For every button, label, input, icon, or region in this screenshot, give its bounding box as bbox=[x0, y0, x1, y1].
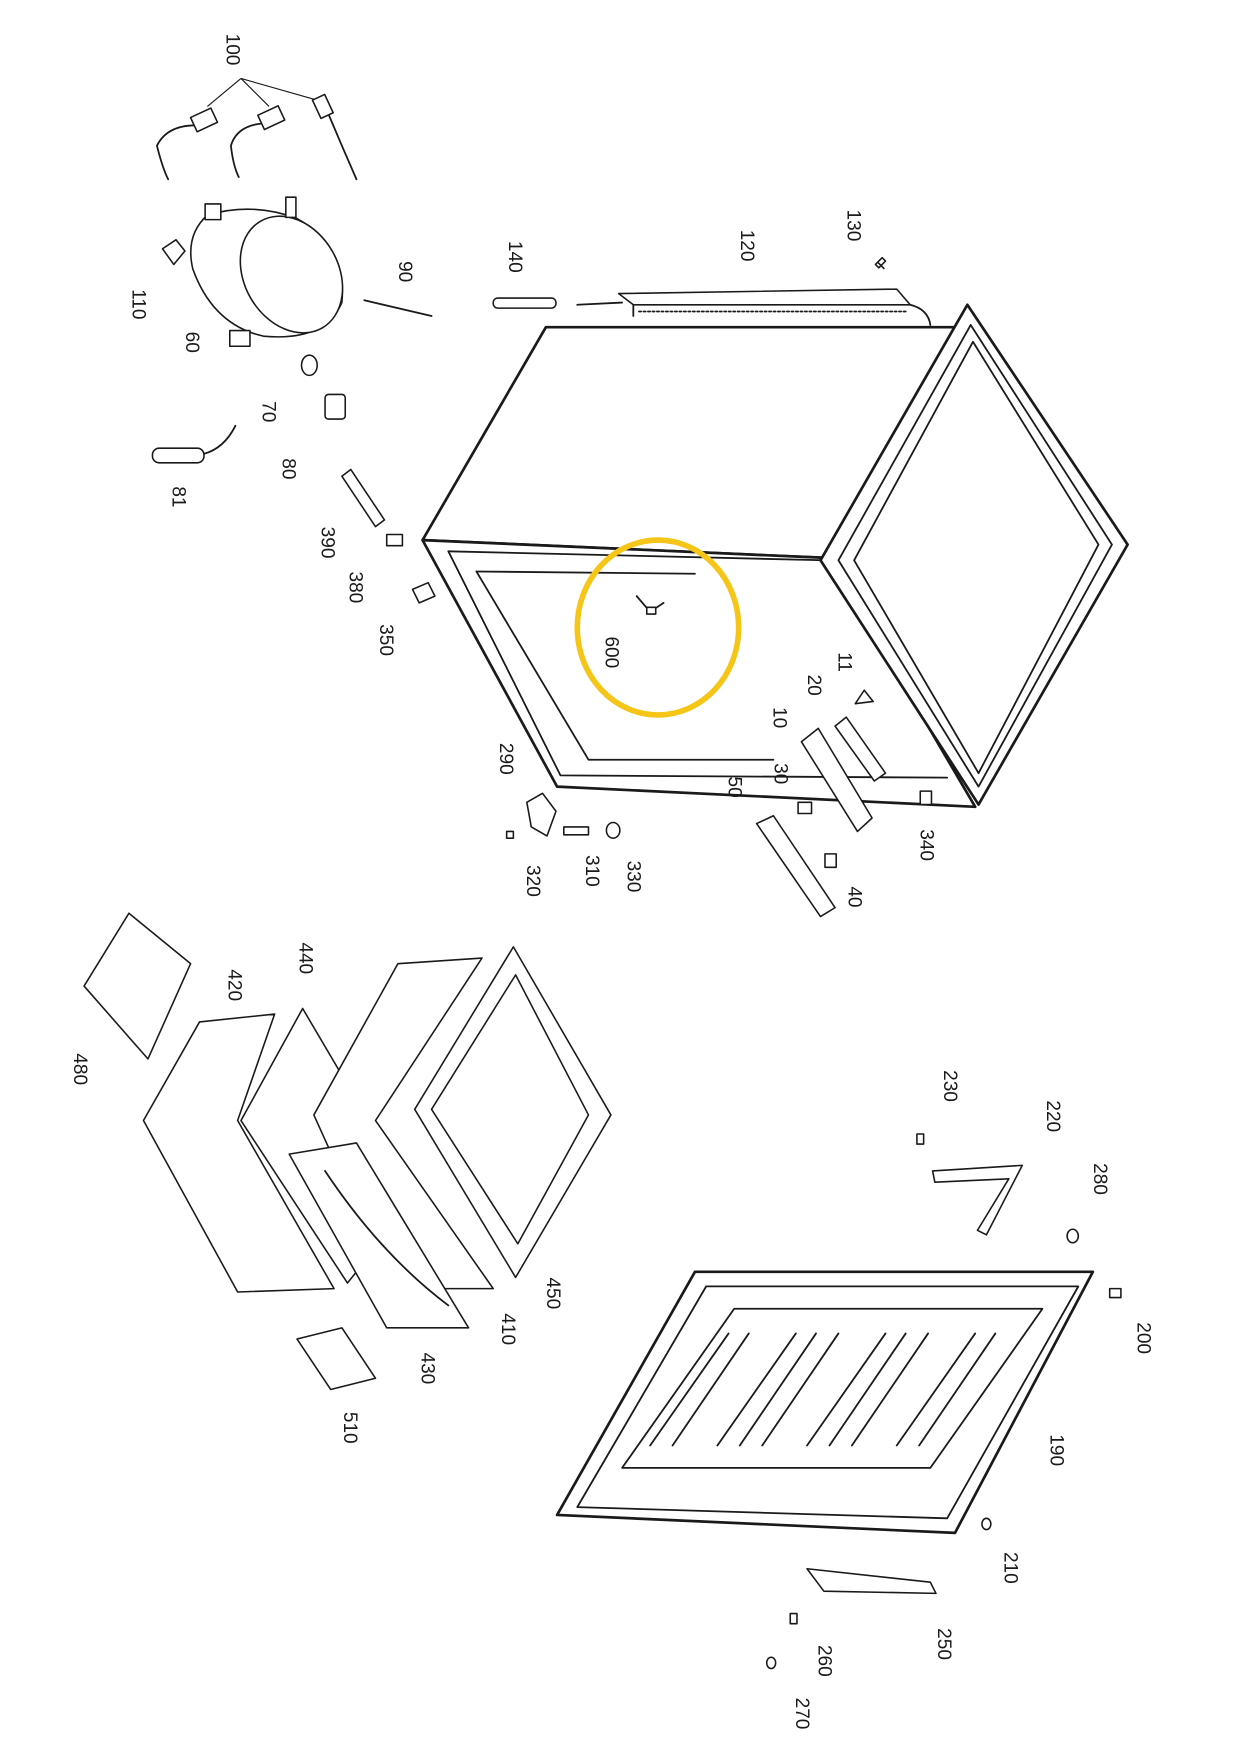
callout-50: 50 bbox=[724, 777, 745, 798]
callout-260: 260 bbox=[813, 1645, 834, 1677]
callout-200: 200 bbox=[1133, 1322, 1154, 1354]
callout-20: 20 bbox=[803, 675, 824, 696]
callout-11: 11 bbox=[833, 652, 854, 672]
condenser-part-120 bbox=[576, 288, 932, 326]
callout-220: 220 bbox=[1042, 1100, 1063, 1132]
callout-330: 330 bbox=[623, 861, 644, 893]
sensor-part-600 bbox=[635, 595, 665, 615]
hinge-parts-200-280 bbox=[765, 1133, 1122, 1670]
bracket-part-350 bbox=[411, 581, 436, 604]
callout-30: 30 bbox=[770, 763, 791, 784]
callout-510: 510 bbox=[339, 1412, 360, 1444]
callout-270: 270 bbox=[791, 1698, 812, 1730]
wrench-part-390 bbox=[341, 468, 386, 528]
drier-part-140 bbox=[492, 297, 557, 309]
callout-440: 440 bbox=[294, 942, 315, 974]
callout-340: 340 bbox=[915, 829, 936, 861]
cabinet-front-frame bbox=[819, 303, 1129, 806]
door-slots bbox=[649, 1332, 997, 1447]
callout-600: 600 bbox=[600, 636, 621, 668]
callout-100: 100 bbox=[221, 34, 242, 66]
highlight-circle bbox=[574, 537, 742, 718]
callout-90: 90 bbox=[394, 261, 415, 282]
cabinet-body bbox=[421, 325, 977, 809]
callout-420: 420 bbox=[224, 969, 245, 1001]
callout-80: 80 bbox=[277, 458, 298, 479]
callout-290: 290 bbox=[495, 743, 516, 775]
screw-part-130 bbox=[874, 256, 887, 270]
callout-10: 10 bbox=[768, 707, 789, 728]
callout-310: 310 bbox=[581, 855, 602, 887]
callout-210: 210 bbox=[999, 1552, 1020, 1584]
callout-130: 130 bbox=[842, 210, 863, 242]
capacitor-part-81 bbox=[151, 424, 237, 464]
callout-480: 480 bbox=[69, 1053, 90, 1085]
door-part-190 bbox=[555, 1270, 1095, 1535]
callout-410: 410 bbox=[497, 1313, 518, 1345]
callout-380: 380 bbox=[345, 571, 366, 603]
callout-140: 140 bbox=[504, 241, 525, 273]
callout-230: 230 bbox=[939, 1070, 960, 1102]
screw-part-380 bbox=[385, 533, 404, 547]
relay-part-110 bbox=[161, 239, 186, 266]
tube-part-90 bbox=[363, 299, 433, 317]
callout-280: 280 bbox=[1089, 1163, 1110, 1195]
callout-190: 190 bbox=[1045, 1434, 1066, 1466]
callout-40: 40 bbox=[844, 886, 865, 907]
callout-320: 320 bbox=[522, 865, 543, 897]
power-cords-part-100 bbox=[156, 77, 358, 181]
callout-labels: 100 110 60 90 70 80 81 390 380 350 140 1… bbox=[69, 34, 1154, 1730]
callout-110: 110 bbox=[127, 289, 148, 319]
callout-350: 350 bbox=[375, 624, 396, 656]
drawer-parts bbox=[83, 912, 612, 1391]
relay-part-80 bbox=[324, 393, 347, 420]
grommet-part-70 bbox=[300, 354, 319, 377]
hinge-parts-290-330 bbox=[505, 792, 621, 839]
compressor-part-60 bbox=[189, 196, 344, 348]
callout-81: 81 bbox=[168, 486, 189, 507]
control-parts bbox=[755, 689, 933, 918]
callout-250: 250 bbox=[933, 1628, 954, 1660]
callout-430: 430 bbox=[416, 1352, 437, 1384]
callout-390: 390 bbox=[317, 527, 338, 559]
callout-120: 120 bbox=[736, 230, 757, 262]
callout-450: 450 bbox=[542, 1277, 563, 1309]
callout-60: 60 bbox=[181, 332, 202, 353]
callout-70: 70 bbox=[257, 401, 278, 422]
